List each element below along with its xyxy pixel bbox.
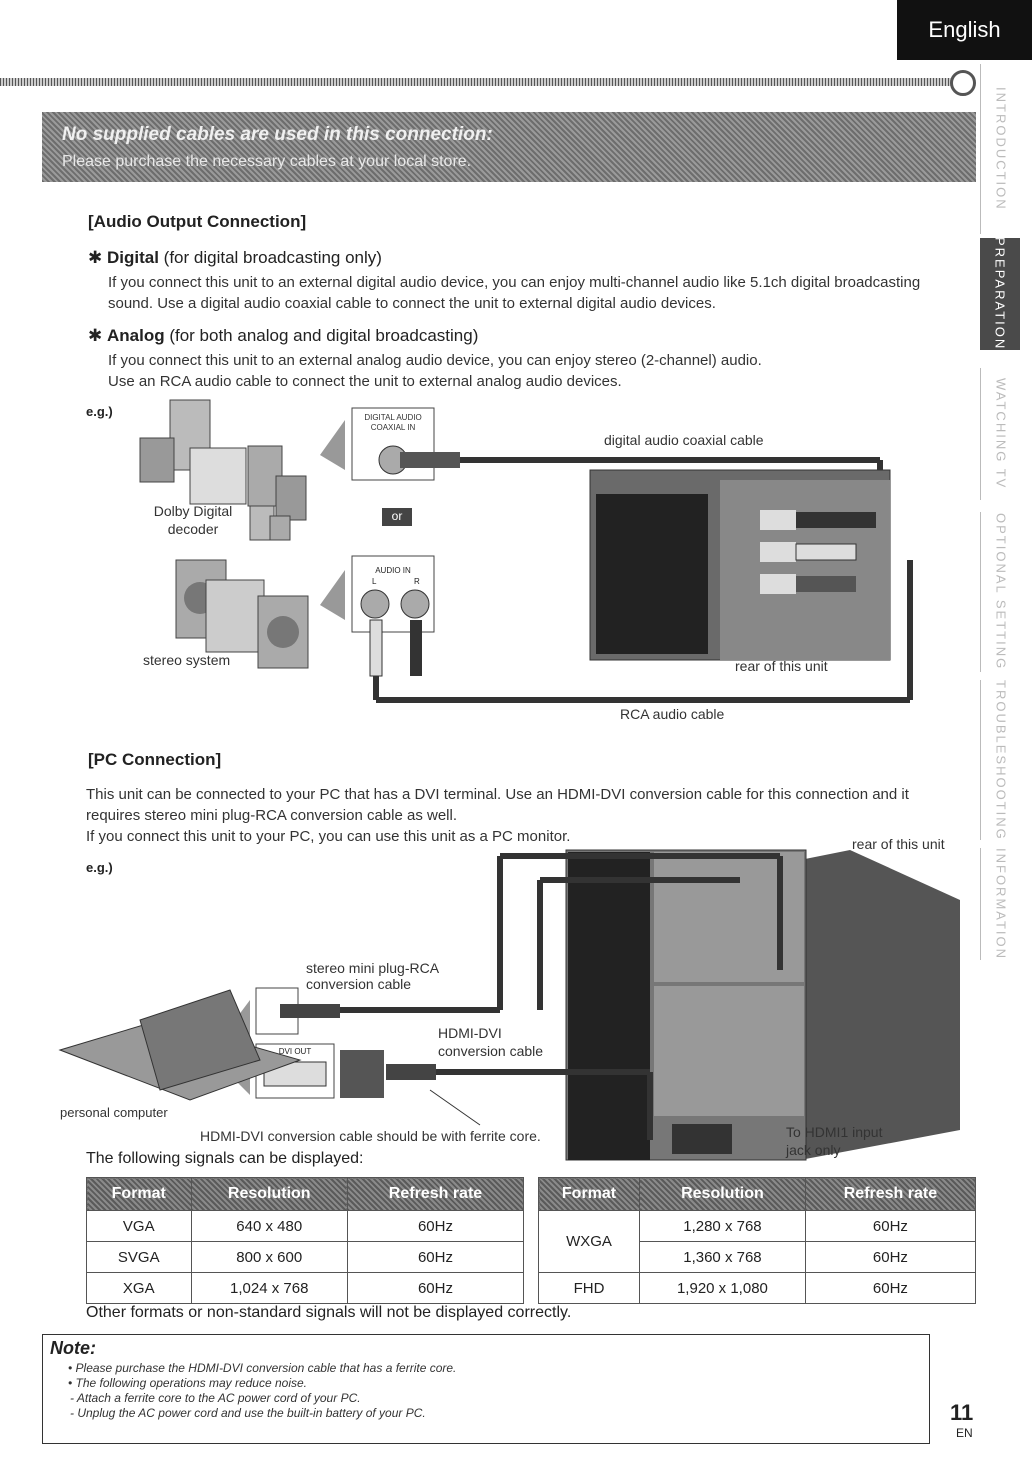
pc-label: personal computer — [60, 1105, 168, 1120]
note-line: • The following operations may reduce no… — [68, 1376, 307, 1390]
analog-text-2: Use an RCA audio cable to connect the un… — [108, 373, 622, 390]
banner — [42, 112, 976, 182]
cell: XGA — [86, 1272, 192, 1304]
side-tab-label: PREPARATION — [992, 237, 1008, 351]
table-row: FHD 1,920 x 1,080 60Hz — [537, 1272, 977, 1304]
cell: 60Hz — [804, 1210, 977, 1242]
cell: FHD — [537, 1272, 641, 1304]
audio-in-l: L — [372, 577, 377, 586]
pc-heading: [PC Connection] — [88, 750, 222, 769]
signal-table-right: Format Resolution Refresh rate WXGA 1,28… — [537, 1177, 977, 1304]
digital-qualifier: (for digital broadcasting only) — [163, 248, 382, 267]
ferrite-label: HDMI-DVI conversion cable should be with… — [200, 1128, 541, 1144]
cell: 60Hz — [804, 1241, 977, 1273]
table-row: SVGA 800 x 600 60Hz — [86, 1241, 525, 1273]
side-tab-label: INTRODUCTION — [993, 87, 1009, 211]
side-tab-watching-tv[interactable]: WATCHING TV — [980, 368, 1021, 500]
hdmi-dvi-label: HDMI-DVI conversion cable — [438, 1025, 544, 1059]
language-tab: English — [897, 0, 1032, 60]
digital-text: If you connect this unit to an external … — [108, 274, 921, 312]
note-line: - Unplug the AC power cord and use the b… — [70, 1406, 426, 1420]
pc-text-1: This unit can be connected to your PC th… — [86, 786, 909, 824]
col-resolution: Resolution — [639, 1177, 806, 1211]
banner-title: No supplied cables are used in this conn… — [62, 124, 493, 145]
pc-text-2: If you connect this unit to your PC, you… — [86, 828, 571, 845]
side-tab-troubleshooting[interactable]: TROUBLESHOOTING — [980, 680, 1021, 840]
table-row: 1,360 x 768 60Hz — [539, 1241, 977, 1273]
digital-subheading: ✱ Digital (for digital broadcasting only… — [88, 248, 382, 268]
note-line: - Attach a ferrite core to the AC power … — [70, 1391, 361, 1405]
note-title: Note: — [50, 1338, 96, 1358]
coax-cable-label: digital audio coaxial cable — [604, 432, 764, 448]
bullet-icon: ✱ — [88, 326, 103, 345]
page-lang: EN — [956, 1426, 973, 1440]
bullet-icon: ✱ — [88, 248, 103, 267]
rear-label-pc: rear of this unit — [852, 836, 945, 852]
mini-plug-label: stereo mini plug-RCA conversion cable — [306, 960, 439, 992]
analog-text-1: If you connect this unit to an external … — [108, 352, 762, 369]
audio-in-label: AUDIO IN — [375, 566, 411, 575]
cell: 800 x 600 — [190, 1241, 348, 1273]
side-tab-introduction[interactable]: INTRODUCTION — [980, 64, 1021, 234]
top-rule-end-circle — [950, 70, 976, 96]
page-number: 11 — [950, 1400, 974, 1425]
banner-subtitle: Please purchase the necessary cables at … — [62, 153, 472, 170]
col-refresh: Refresh rate — [346, 1177, 525, 1211]
or-badge: or — [391, 509, 403, 523]
stereo-system-illustration — [175, 559, 309, 669]
rca-cable-label: RCA audio cable — [620, 706, 725, 722]
side-tab-label: TROUBLESHOOTING — [993, 679, 1009, 841]
cell: WXGA — [537, 1210, 641, 1273]
analog-subheading: ✱ Analog (for both analog and digital br… — [88, 326, 478, 346]
cell: 1,280 x 768 — [639, 1210, 806, 1242]
pc-eg-label: e.g.) — [86, 860, 113, 875]
cell: 1,024 x 768 — [190, 1272, 348, 1304]
pc-diagram — [58, 849, 960, 1161]
audio-in-r: R — [414, 577, 420, 586]
audio-diagram — [139, 399, 913, 703]
cell: 60Hz — [346, 1272, 525, 1304]
coax-jack-label-1: DIGITAL AUDIO — [364, 413, 422, 422]
cell: 60Hz — [346, 1210, 525, 1242]
note-box — [42, 1334, 930, 1444]
analog-title: Analog — [106, 326, 165, 345]
table-row: WXGA 1,280 x 768 60Hz — [537, 1210, 977, 1273]
digital-title: Digital — [106, 248, 159, 267]
col-refresh: Refresh rate — [804, 1177, 977, 1211]
side-tab-label: OPTIONAL SETTING — [993, 513, 1009, 671]
dolby-decoder-illustration — [139, 399, 307, 541]
col-format: Format — [537, 1177, 641, 1211]
stereo-label: stereo system — [143, 652, 231, 668]
cell: 1,360 x 768 — [639, 1241, 806, 1273]
dolby-label: Dolby Digital decoder — [153, 503, 233, 537]
cell: 60Hz — [346, 1241, 525, 1273]
note-lines: • Please purchase the HDMI-DVI conversio… — [68, 1361, 456, 1421]
signals-label: The following signals can be displayed: — [86, 1150, 364, 1167]
side-tab-label: WATCHING TV — [993, 378, 1009, 490]
coax-jack-label-2: COAXIAL IN — [370, 423, 416, 432]
dvi-out-label: DVI OUT — [278, 1047, 312, 1056]
rear-label-audio: rear of this unit — [735, 658, 828, 674]
cell: 1,920 x 1,080 — [639, 1272, 806, 1304]
side-tab-label: INFORMATION — [993, 847, 1009, 961]
side-tab-preparation[interactable]: PREPARATION — [980, 237, 1020, 351]
audio-heading: [Audio Output Connection] — [88, 212, 307, 231]
table-row: VGA 640 x 480 60Hz — [86, 1210, 525, 1242]
cell: 60Hz — [804, 1272, 977, 1304]
other-formats-text: Other formats or non-standard signals wi… — [86, 1304, 572, 1321]
top-rule — [0, 78, 962, 86]
cell: SVGA — [86, 1241, 192, 1273]
side-tab-optional-setting[interactable]: OPTIONAL SETTING — [980, 512, 1021, 672]
signal-table-left: Format Resolution Refresh rate VGA 640 x… — [86, 1177, 525, 1304]
col-resolution: Resolution — [190, 1177, 348, 1211]
note-line: • Please purchase the HDMI-DVI conversio… — [68, 1361, 457, 1375]
col-format: Format — [86, 1177, 192, 1211]
eg-label: e.g.) — [86, 404, 113, 419]
cell: VGA — [86, 1210, 192, 1242]
hdmi1-label: To HDMI1 input jack only — [786, 1124, 883, 1158]
analog-qualifier: (for both analog and digital broadcastin… — [169, 326, 479, 345]
table-row: XGA 1,024 x 768 60Hz — [86, 1272, 525, 1304]
side-tab-information[interactable]: INFORMATION — [980, 848, 1021, 960]
cell: 640 x 480 — [190, 1210, 348, 1242]
